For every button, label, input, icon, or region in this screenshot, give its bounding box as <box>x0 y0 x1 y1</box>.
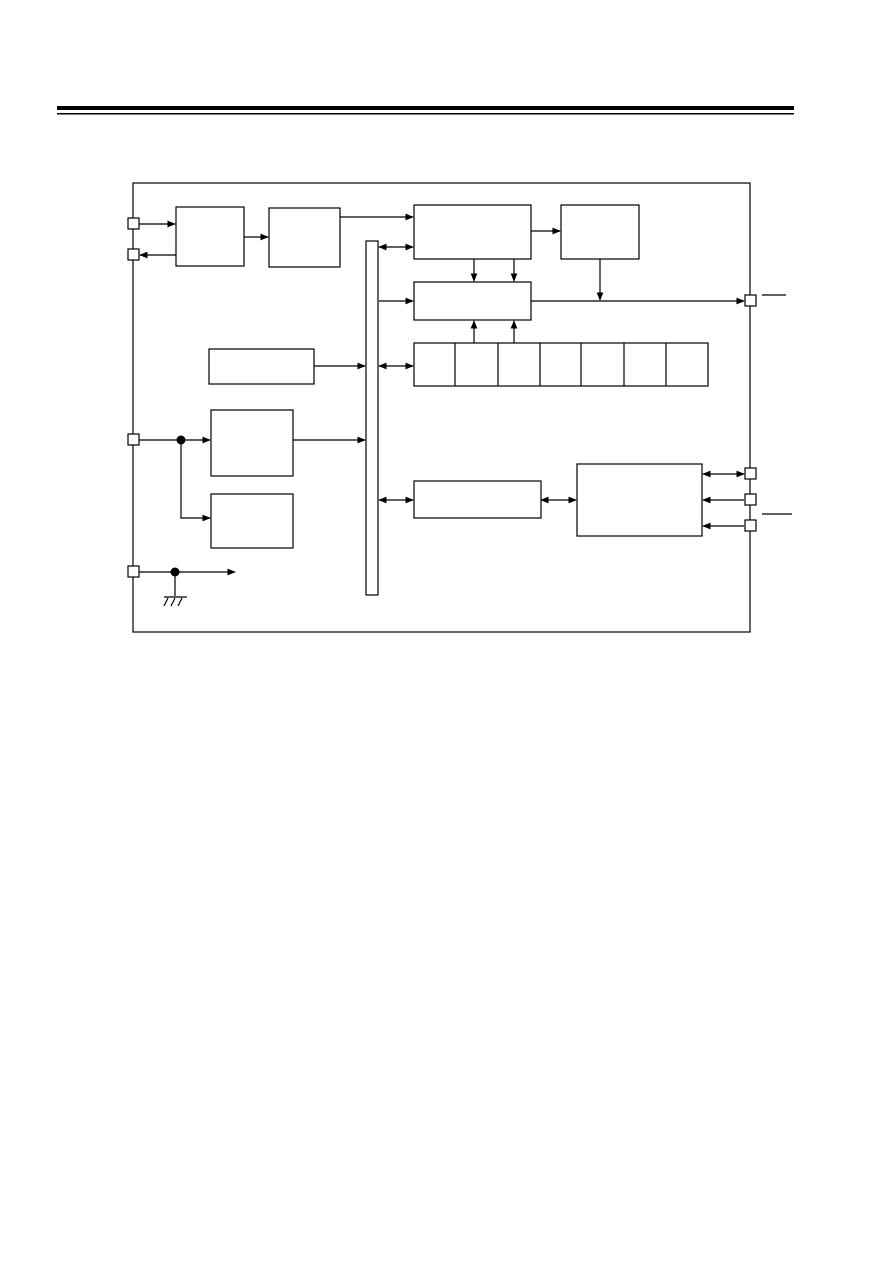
pin-right-2 <box>744 467 757 480</box>
pin-right-1 <box>744 294 757 307</box>
block-left-lower <box>210 493 294 549</box>
pin-right-3 <box>744 493 757 506</box>
block-middle-center <box>413 281 532 321</box>
header-rule <box>57 106 794 115</box>
block-top-right <box>560 204 640 260</box>
block-io <box>175 206 245 267</box>
junction-dot-icon <box>170 567 180 577</box>
pin-left-1 <box>127 217 140 230</box>
register-row <box>413 342 709 387</box>
block-lower-right <box>576 463 703 537</box>
internal-bus <box>365 240 379 596</box>
pin-left-3 <box>127 433 140 446</box>
block-left-wide <box>208 348 315 385</box>
block-lower-center <box>413 480 542 519</box>
pin-left-2 <box>127 248 140 261</box>
pin-left-4 <box>127 565 140 578</box>
block-interface <box>268 207 341 268</box>
connections <box>139 213 745 596</box>
ground-symbol-icon <box>163 596 187 607</box>
pin-right-4 <box>744 519 757 532</box>
block-left-upper <box>210 409 294 477</box>
junction-dot-icon <box>176 435 186 445</box>
block-top-center <box>413 204 532 260</box>
